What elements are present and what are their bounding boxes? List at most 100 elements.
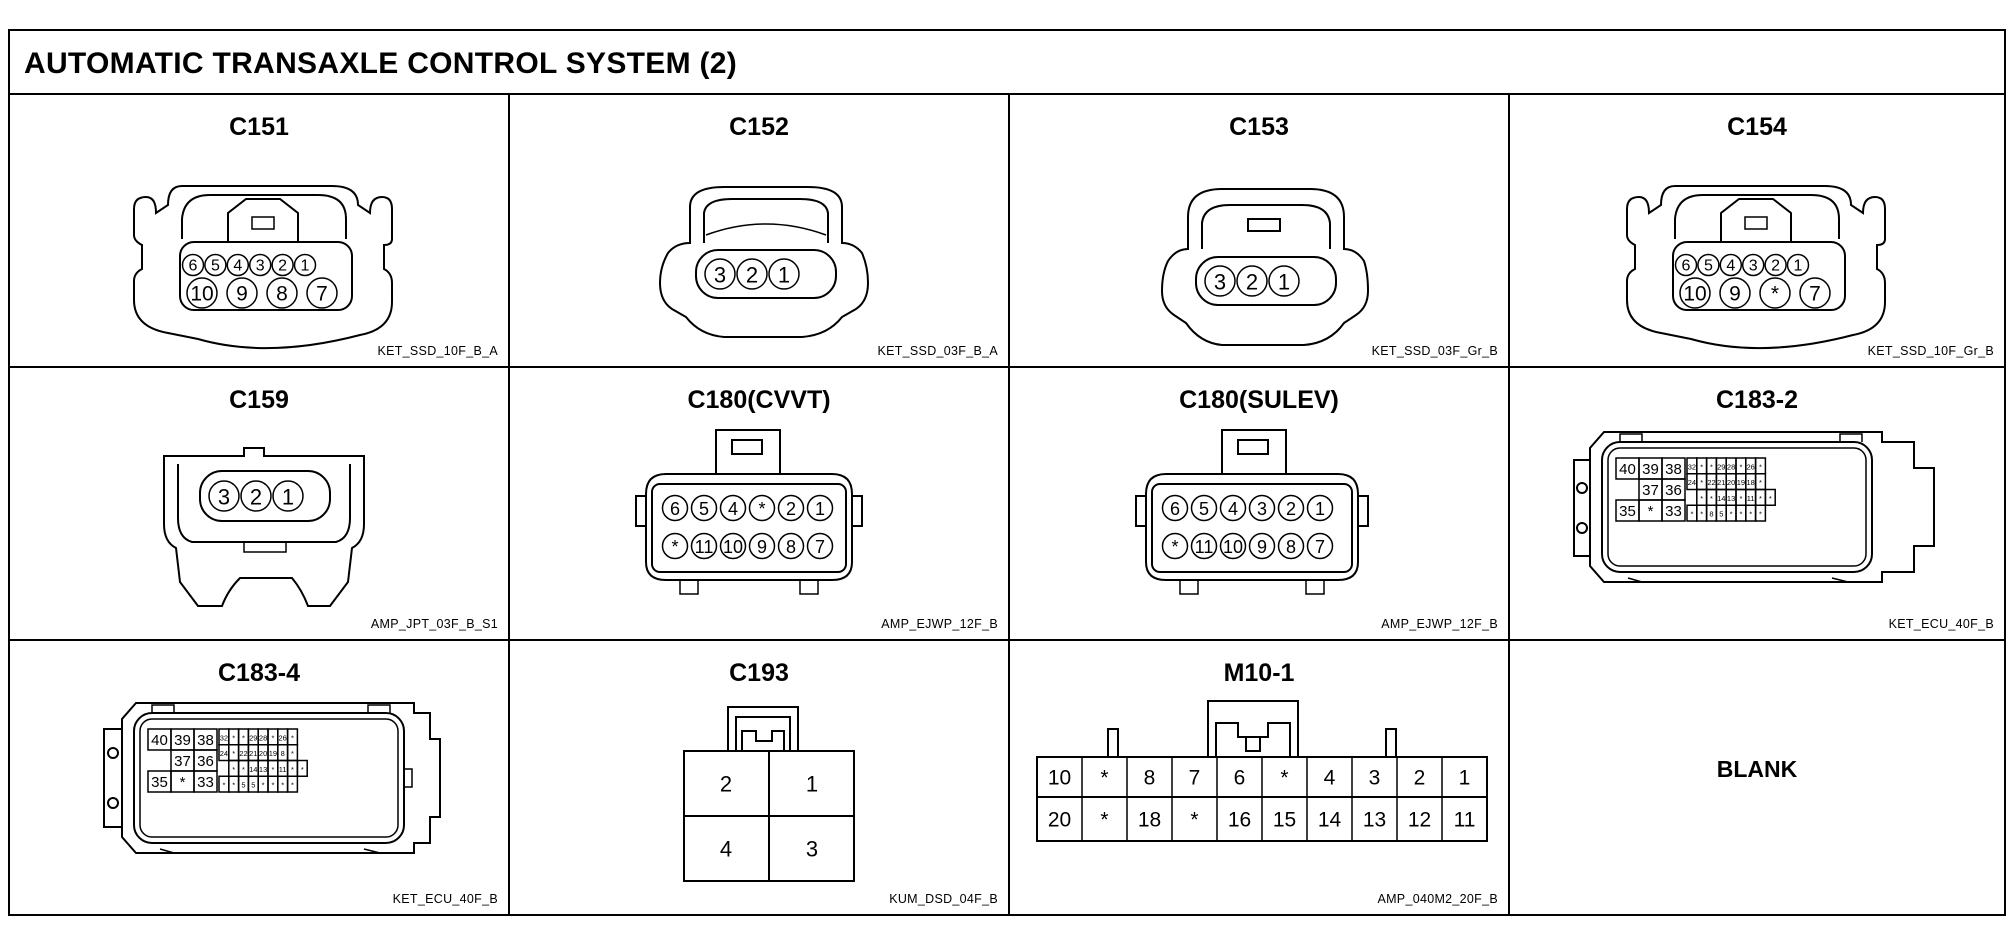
pin-label: * <box>1280 767 1288 790</box>
pin-circle <box>266 277 298 309</box>
pin-circle <box>1719 253 1743 277</box>
pin-circle <box>1679 277 1711 309</box>
pin-label: * <box>281 781 284 790</box>
pin-label: * <box>291 733 294 742</box>
connector-code: AMP_EJWP_12F_B <box>1381 617 1498 631</box>
pin-label: * <box>271 781 274 790</box>
pin-label: * <box>1759 510 1762 519</box>
pin-label: * <box>1700 478 1703 487</box>
pin-label: 11 <box>279 765 287 774</box>
pin-label: * <box>180 774 186 791</box>
pin-label: 36 <box>197 753 214 770</box>
pin-label: 33 <box>1665 503 1682 520</box>
pin-label: 18 <box>1747 478 1755 487</box>
pin-label: 15 <box>1273 809 1296 832</box>
pin-circle <box>806 494 834 522</box>
pin-label: 19 <box>269 749 277 758</box>
pin-label: 10 <box>190 283 213 306</box>
pin-label: * <box>671 537 678 557</box>
pin-label: 28 <box>1727 462 1735 471</box>
pin-label: 3 <box>714 263 726 288</box>
pin-label: 14 <box>1717 494 1725 503</box>
pin-label: * <box>1171 537 1178 557</box>
pin-label: 26 <box>1747 462 1755 471</box>
pin-circle <box>1306 494 1334 522</box>
pin-circle <box>1674 253 1698 277</box>
pin-label: 5 <box>251 781 255 790</box>
connector-code: KET_SSD_03F_B_A <box>877 344 998 358</box>
pin-label: 22 <box>1707 478 1715 487</box>
pin-label: * <box>291 781 294 790</box>
pin-label: * <box>1769 494 1772 503</box>
pin-label: 14 <box>249 765 257 774</box>
connector-code: KET_ECU_40F_B <box>392 892 498 906</box>
pin-label: 4 <box>728 499 738 519</box>
pin-circle <box>661 494 689 522</box>
pin-circle <box>777 532 805 560</box>
pin-label: * <box>1700 494 1703 503</box>
pin-label: 3 <box>1214 270 1226 295</box>
pin-label: * <box>1739 462 1742 471</box>
pin-cell <box>193 770 218 793</box>
pin-label: 12 <box>1408 809 1431 832</box>
pin-circle <box>748 494 776 522</box>
pin-label: * <box>242 733 245 742</box>
pin-label: 2 <box>1246 270 1258 295</box>
pin-circle <box>719 532 747 560</box>
pin-label: 38 <box>197 732 214 749</box>
pin-label: 2 <box>786 499 796 519</box>
pin-label: 6 <box>189 258 198 275</box>
pin-label: * <box>1759 462 1762 471</box>
connector-code: KET_SSD_03F_Gr_B <box>1371 344 1498 358</box>
pin-label: 2 <box>1771 258 1780 275</box>
pin-label: 3 <box>1369 767 1381 790</box>
pin-label: * <box>242 765 245 774</box>
pin-label: * <box>301 765 304 774</box>
pin-label: * <box>1648 503 1654 520</box>
pin-label: 37 <box>1642 482 1659 499</box>
pin-label: 8 <box>281 749 285 758</box>
pin-label: 8 <box>1709 510 1713 519</box>
connector-code: KET_ECU_40F_B <box>1888 617 1994 631</box>
connector-name: C151 <box>229 113 289 141</box>
pin-label: * <box>1700 510 1703 519</box>
pin-circle <box>1306 532 1334 560</box>
pin-label: 7 <box>1809 283 1821 306</box>
pin-circle <box>1219 494 1247 522</box>
pin-label: * <box>1730 510 1733 519</box>
pin-circle <box>1190 532 1218 560</box>
pin-label: * <box>222 781 225 790</box>
pin-label: 40 <box>1619 461 1636 478</box>
pin-circle <box>661 532 689 560</box>
pin-circle <box>1277 494 1305 522</box>
pin-label: 11 <box>1195 537 1214 557</box>
pin-label: 29 <box>249 733 257 742</box>
connector-name: C159 <box>229 386 289 414</box>
pin-label: 4 <box>233 258 242 275</box>
pin-circle <box>240 480 272 512</box>
pin-label: 3 <box>218 485 230 510</box>
pin-circle <box>272 480 304 512</box>
pin-label: 4 <box>1228 499 1238 519</box>
pin-cell <box>1764 488 1776 506</box>
pin-label: 5 <box>1199 499 1209 519</box>
pin-label: 6 <box>670 499 680 519</box>
pin-circle <box>1799 277 1831 309</box>
pin-circle <box>248 253 272 277</box>
pin-label: 13 <box>1363 809 1386 832</box>
pin-label: 11 <box>1454 809 1476 832</box>
pin-label: 37 <box>174 753 191 770</box>
pin-label: 7 <box>1315 537 1325 557</box>
connector-code: KET_SSD_10F_B_A <box>377 344 498 358</box>
pin-label: 1 <box>806 772 818 797</box>
pin-circle <box>226 253 250 277</box>
